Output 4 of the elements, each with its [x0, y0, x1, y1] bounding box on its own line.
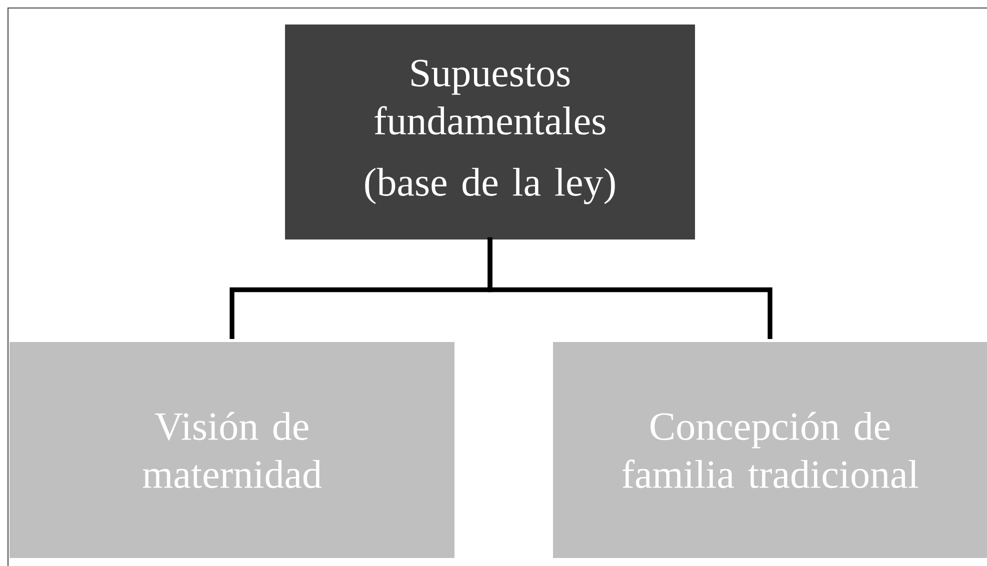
connector-line — [488, 237, 772, 340]
text-box: Visión de maternidad — [10, 342, 454, 558]
text-box: Supuestos fundamentales (base de la ley) — [285, 24, 695, 240]
text-box: Concepción de familia tradicional — [553, 342, 987, 558]
